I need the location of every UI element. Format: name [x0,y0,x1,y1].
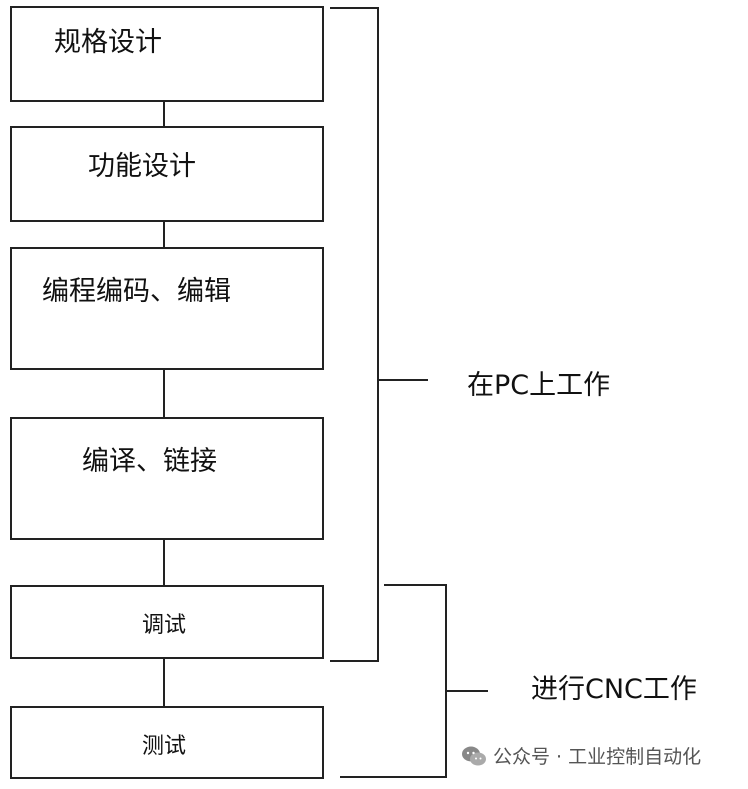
step-function-design-label: 功能设计 [88,151,196,182]
wechat-icon [462,746,486,765]
step-programming-box: 编程编码、编辑 [10,247,324,370]
watermark: 公众号 · 工业控制自动化 [461,742,701,769]
watermark-text: 公众号 · 工业控制自动化 [493,746,702,768]
step-debug-label: 调试 [142,613,187,638]
cnc-work-label: 进行CNC工作 [531,674,697,705]
step-debug-box: 调试 [10,585,324,659]
step-test-box: 测试 [10,706,324,779]
step-spec-design-box: 规格设计 [10,6,324,102]
step-spec-design-label: 规格设计 [54,27,162,58]
step-compile-link-label: 编译、链接 [82,446,217,477]
step-function-design-box: 功能设计 [10,126,324,222]
pc-work-label: 在PC上工作 [467,370,611,401]
step-test-label: 测试 [142,734,187,759]
step-programming-label: 编程编码、编辑 [42,276,231,307]
step-compile-link-box: 编译、链接 [10,417,324,540]
